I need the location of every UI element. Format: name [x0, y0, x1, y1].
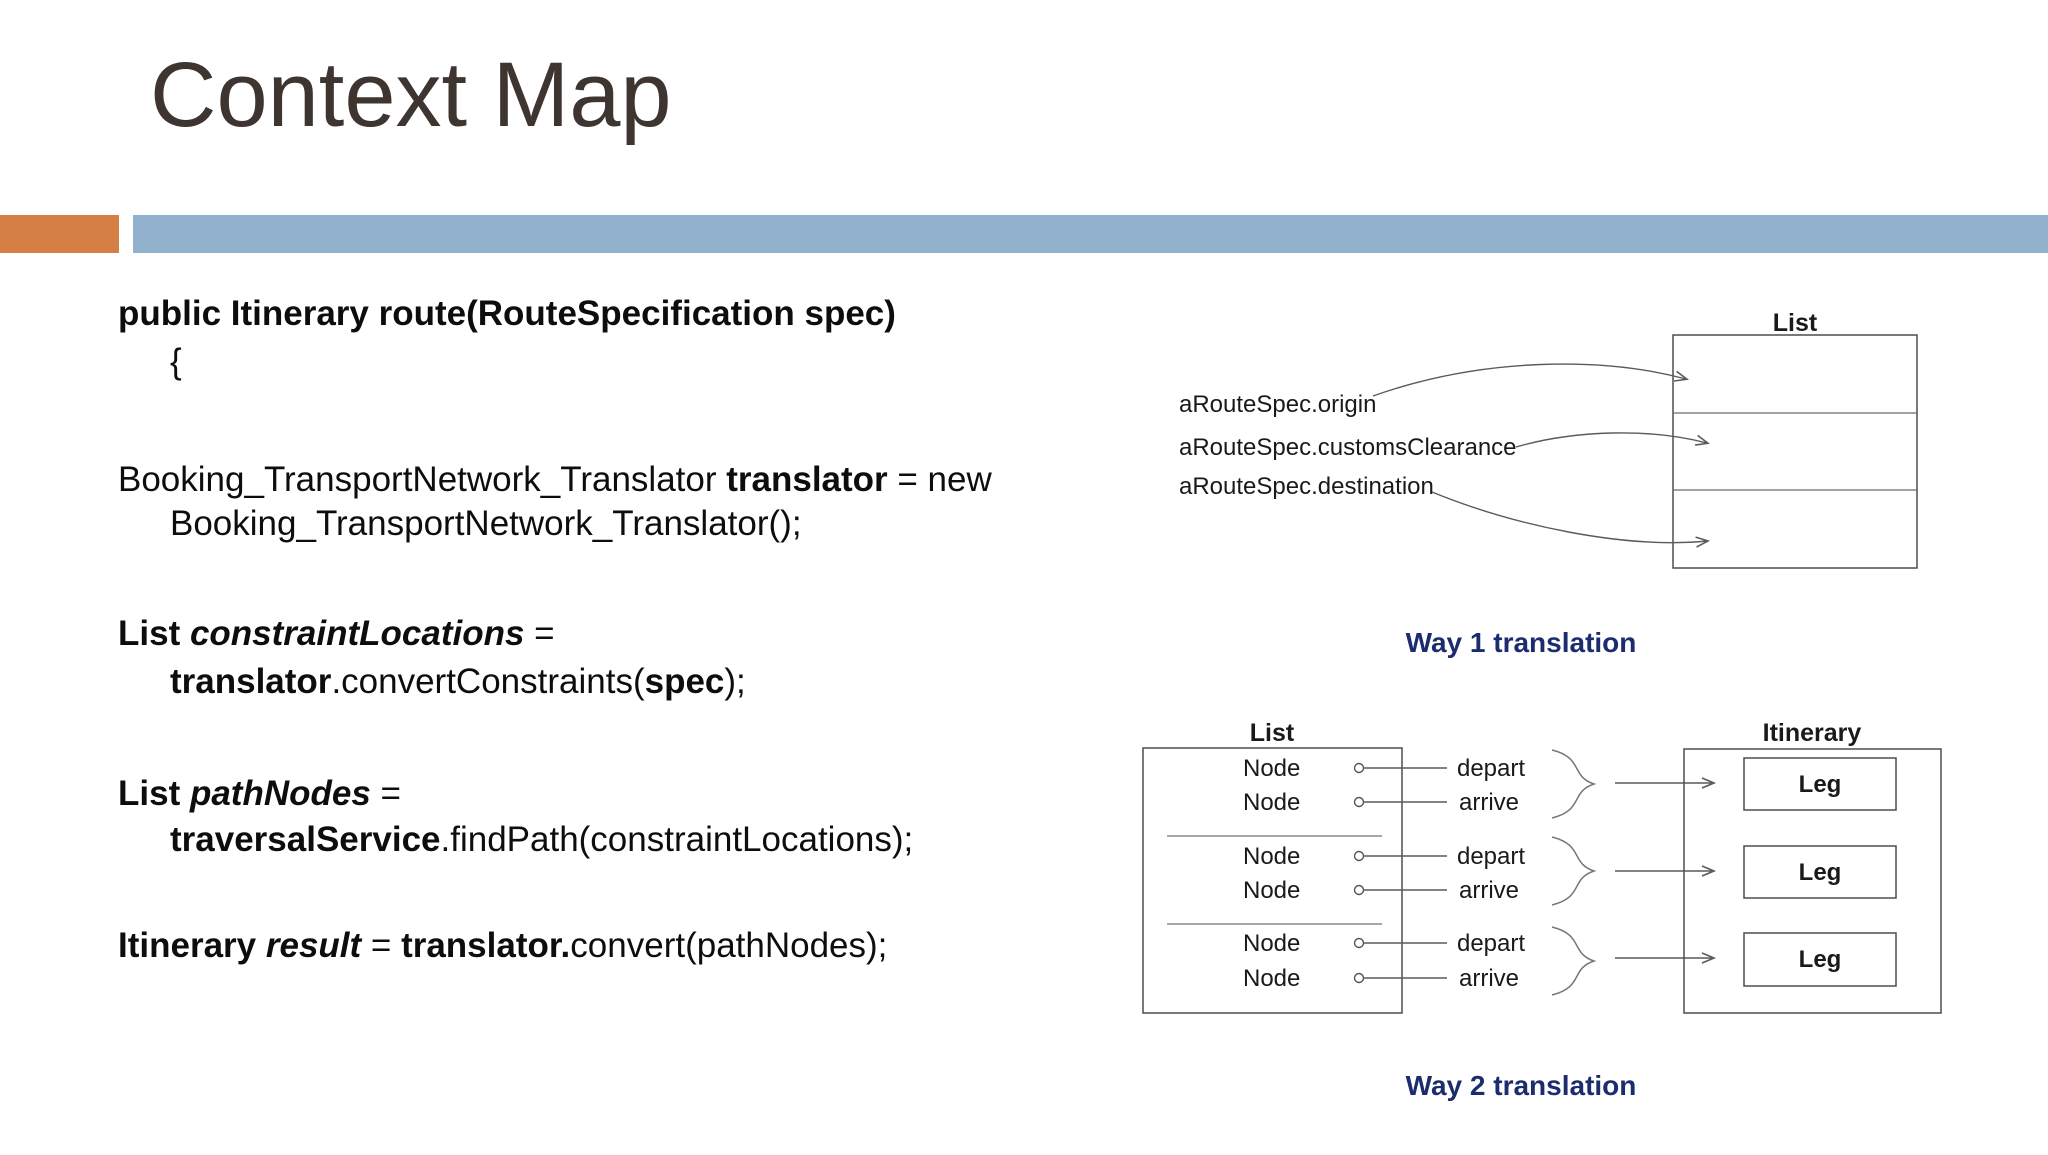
slide-title: Context Map [150, 44, 672, 146]
orange-accent-bar [0, 215, 119, 253]
way2-itinerary-box [1683, 748, 1942, 1014]
code-constraints-list: List [118, 614, 190, 653]
code-convert-arg: spec [644, 662, 725, 701]
way1-arrow-customs-clearance [1515, 432, 1710, 448]
code-result-var: result [265, 926, 362, 965]
code-line-constraints-decl: List constraintLocations = [118, 612, 1118, 656]
way2-node-port-4 [1353, 884, 1365, 896]
code-result-obj: translator. [401, 926, 571, 965]
code-result-assign: = [361, 926, 402, 965]
code-convert-obj: translator [170, 662, 332, 701]
code-line-result: Itinerary result = translator.convert(pa… [118, 924, 1118, 968]
way2-node-label-5: Node [1243, 930, 1300, 957]
way2-diagram: List Node Node Node Node Node Node [1142, 719, 1942, 1101]
code-decl-var: translator [726, 460, 888, 499]
way2-node-label-6: Node [1243, 965, 1300, 992]
way2-node-label-4: Node [1243, 877, 1300, 904]
way2-node-port-6 [1353, 972, 1365, 984]
way1-label-customs-clearance: aRouteSpec.customsClearance [1179, 434, 1517, 461]
way2-itinerary-title: Itinerary [1763, 719, 1862, 747]
code-find-obj: traversalService [170, 820, 441, 859]
code-line-pathnodes-decl: List pathNodes = [118, 772, 1118, 816]
way2-pair-label-arrive-3: arrive [1459, 965, 1519, 992]
way2-leg-label-3: Leg [1799, 946, 1842, 973]
code-decl-assign: = new [887, 460, 992, 499]
way2-node-label-1: Node [1243, 755, 1300, 782]
code-result-type: Itinerary [118, 926, 266, 965]
code-constraints-var: constraintLocations [189, 614, 525, 653]
way1-list-title: List [1773, 309, 1818, 337]
way1-label-destination: aRouteSpec.destination [1179, 473, 1434, 500]
way2-node-label-3: Node [1243, 843, 1300, 870]
code-line-open-brace: { [170, 342, 182, 381]
code-path-assign: = [370, 774, 401, 813]
way1-diagram: List aRouteSpec.origin aRouteSpec.custom… [1179, 309, 1918, 658]
code-convert-method: .convertConstraints( [331, 662, 645, 701]
way2-brace-1 [1551, 749, 1597, 819]
code-constraints-assign: = [524, 614, 555, 653]
code-convert-close: ); [724, 662, 746, 701]
way2-leg-box-1 [1743, 757, 1897, 811]
way2-leg-label-1: Leg [1799, 771, 1842, 798]
way2-pair-label-depart-1: depart [1457, 755, 1525, 782]
way2-leg-box-2 [1743, 845, 1897, 899]
way2-leg-label-2: Leg [1799, 859, 1842, 886]
code-path-var: pathNodes [189, 774, 371, 813]
code-path-list: List [118, 774, 190, 813]
way2-pair-label-depart-3: depart [1457, 930, 1525, 957]
way2-pair-label-arrive-2: arrive [1459, 877, 1519, 904]
way2-leg-box-3 [1743, 932, 1897, 987]
way2-brace-3 [1551, 926, 1597, 996]
code-line-findpath: traversalService.findPath(constraintLoca… [118, 818, 1118, 862]
code-decl-type: Booking_TransportNetwork_Translator [118, 460, 727, 499]
way2-caption: Way 2 translation [1406, 1070, 1637, 1101]
way2-list-title: List [1250, 719, 1295, 747]
way2-node-label-2: Node [1243, 789, 1300, 816]
code-line-convert-constraints: translator.convertConstraints(spec); [118, 660, 1118, 704]
way2-pair-label-arrive-1: arrive [1459, 789, 1519, 816]
blue-accent-bar [133, 215, 2048, 253]
code-find-call: .findPath(constraintLocations); [440, 820, 914, 859]
way2-node-port-5 [1353, 937, 1365, 949]
way1-label-origin: aRouteSpec.origin [1179, 391, 1376, 418]
way2-node-port-3 [1353, 850, 1365, 862]
way2-node-port-1 [1353, 762, 1365, 774]
code-line-signature: public Itinerary route(RouteSpecificatio… [118, 294, 896, 333]
code-result-call: convert(pathNodes); [570, 926, 888, 965]
way1-arrow-origin [1372, 363, 1689, 397]
code-block: public Itinerary route(RouteSpecificatio… [118, 292, 1118, 968]
way1-arrow-destination [1431, 491, 1711, 548]
way1-list-box [1672, 334, 1918, 569]
way2-list-box [1142, 747, 1403, 1014]
code-line-translator-decl: Booking_TransportNetwork_Translator tran… [118, 458, 1118, 502]
way2-brace-2 [1551, 836, 1597, 906]
code-line-translator-ctor: Booking_TransportNetwork_Translator(); [170, 504, 802, 543]
way2-pair-label-depart-2: depart [1457, 843, 1525, 870]
way2-node-port-2 [1353, 796, 1365, 808]
way1-caption: Way 1 translation [1406, 627, 1637, 658]
